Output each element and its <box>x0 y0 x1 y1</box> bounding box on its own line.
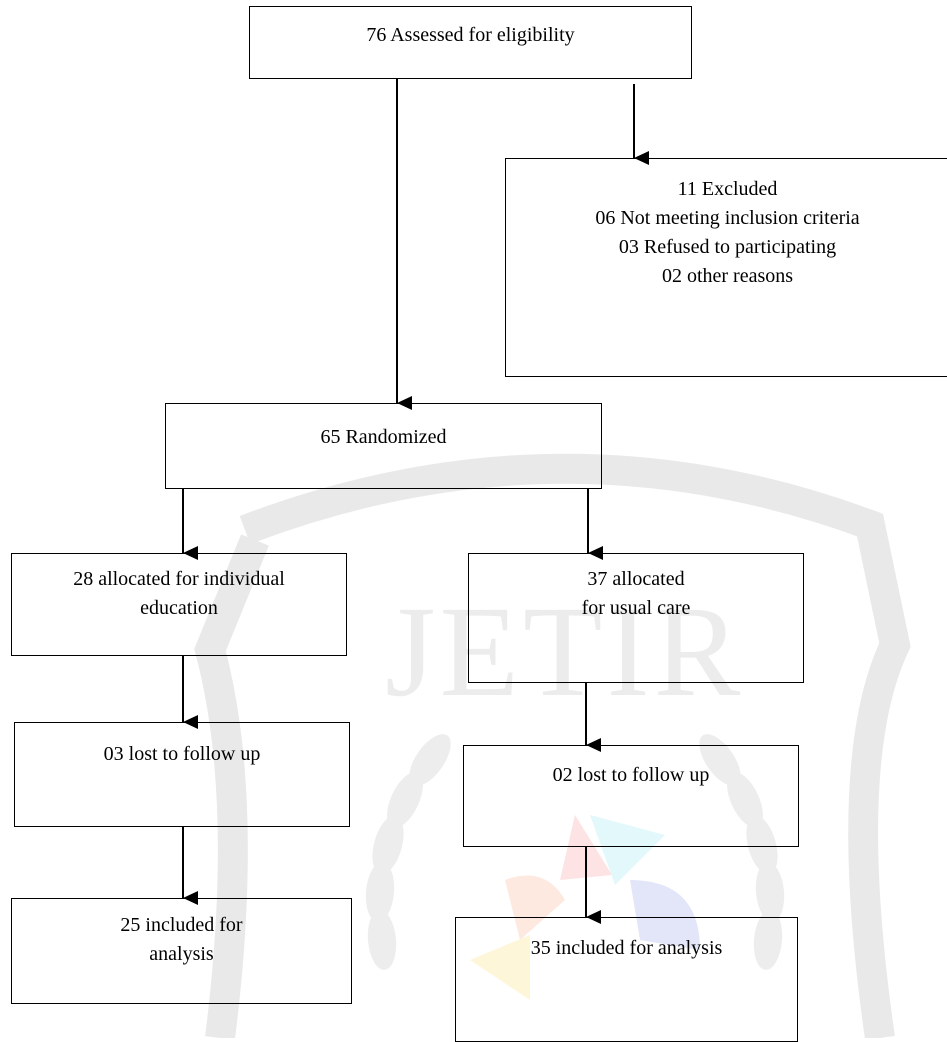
excluded-reason-refused: 03 Refused to participating <box>618 236 837 258</box>
analysis-usual-text: 35 included for analysis <box>530 937 723 959</box>
allocated-usual-line1: 37 allocated <box>587 568 685 590</box>
excluded-reason-criteria: 06 Not meeting inclusion criteria <box>595 207 860 229</box>
allocated-individual-line1: 28 allocated for individual <box>73 568 285 590</box>
analysis-usual-box: 35 included for analysis <box>455 917 798 1042</box>
lost-usual-box: 02 lost to follow up <box>463 745 799 847</box>
watermark-shield-outline <box>194 453 911 1038</box>
watermark-letters: JETIR <box>385 580 744 724</box>
assessed-text: 76 Assessed for eligibility <box>366 24 575 46</box>
analysis-individual-line1: 25 included for <box>120 914 243 936</box>
analysis-individual-box: 25 included for analysis <box>11 898 352 1004</box>
allocated-usual-line2: for usual care <box>581 597 691 619</box>
randomized-text: 65 Randomized <box>320 426 447 448</box>
assessed-box: 76 Assessed for eligibility <box>249 6 692 79</box>
lost-individual-text: 03 lost to follow up <box>103 743 261 765</box>
excluded-box: 11 Excluded 06 Not meeting inclusion cri… <box>505 158 947 377</box>
allocated-individual-box: 28 allocated for individual education <box>11 553 347 656</box>
analysis-individual-line2: analysis <box>149 943 214 965</box>
excluded-total: 11 Excluded <box>677 178 778 200</box>
lost-individual-box: 03 lost to follow up <box>14 722 350 827</box>
lost-usual-text: 02 lost to follow up <box>552 764 710 786</box>
allocated-usual-box: 37 allocated for usual care <box>468 553 804 683</box>
randomized-box: 65 Randomized <box>165 403 602 489</box>
excluded-reason-other: 02 other reasons <box>661 265 794 287</box>
watermark-laurel <box>365 734 785 970</box>
watermark-color-emblem <box>470 815 700 1000</box>
allocated-individual-line2: education <box>140 597 218 619</box>
